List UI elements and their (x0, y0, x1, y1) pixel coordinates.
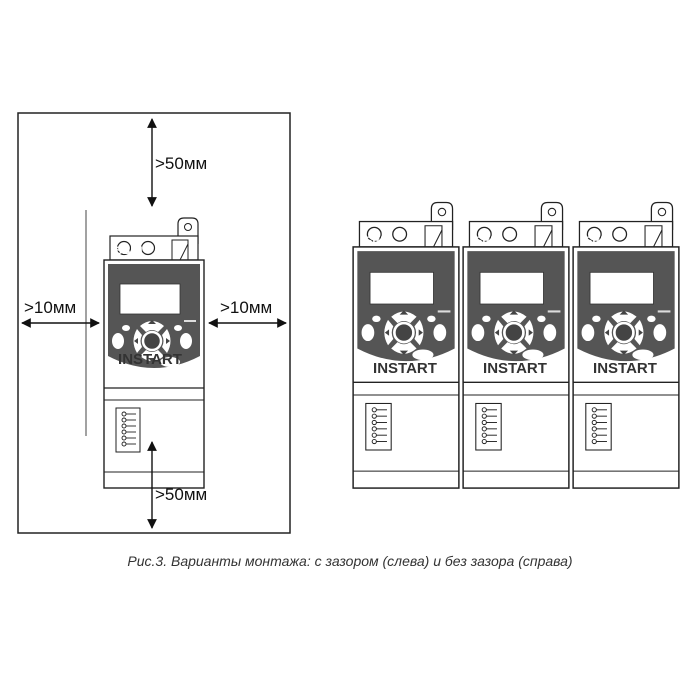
drive-brand-label: INSTART (483, 360, 547, 377)
drive-model-label: SBIM (475, 235, 503, 247)
drive-model-label: SBIM (365, 235, 393, 247)
top-clearance-label: >50мм (155, 154, 207, 173)
drive-model-label: SBIM (115, 245, 143, 257)
bottom-clearance-label: >50мм (155, 485, 207, 504)
drive-left: SBIM INSTART (351, 201, 461, 490)
drives-without-clearance: SBIM INSTART SBIM INSTART SBIM INSTART (351, 201, 681, 490)
figure-caption: Рис.3. Варианты монтажа: с зазором (слев… (127, 553, 573, 569)
drive-model-label: SBIM (585, 235, 613, 247)
drive-right: SBIM INSTART (571, 201, 681, 490)
drive-middle: SBIM INSTART (461, 201, 571, 490)
drive-brand-label: INSTART (373, 360, 437, 377)
drive-brand-label: INSTART (593, 360, 657, 377)
drive-brand-label: INSTART (118, 351, 182, 368)
right-clearance-label: >10мм (220, 298, 272, 317)
left-clearance-label: >10мм (24, 298, 76, 317)
drive-with-clearance: SBIM INSTART (102, 216, 206, 490)
cabinet-frame (17, 112, 291, 534)
